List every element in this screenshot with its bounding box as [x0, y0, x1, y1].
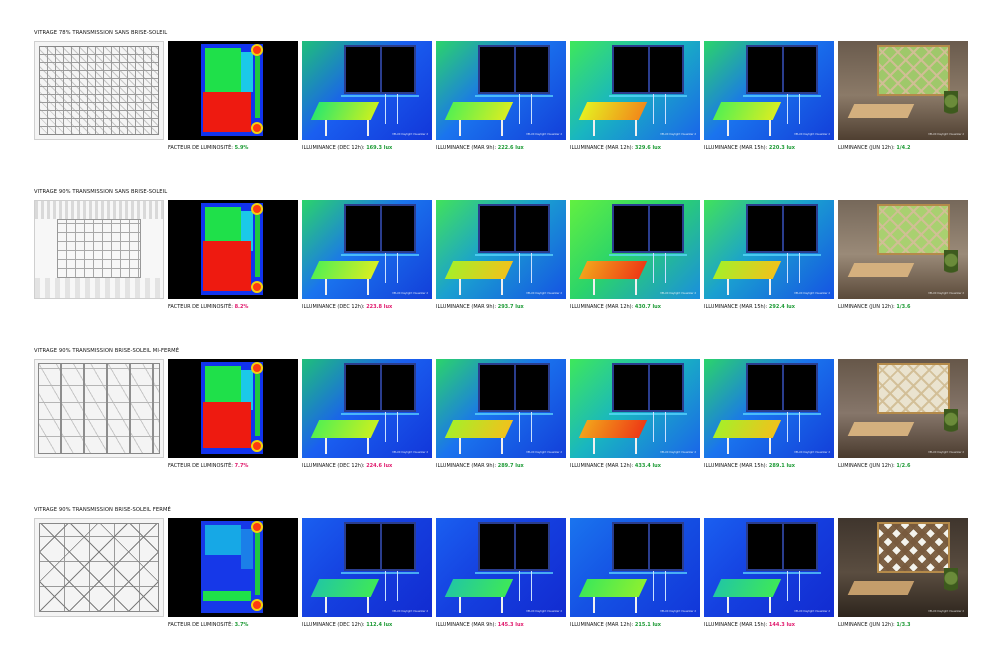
scenario-row-3: VITRAGE 90% TRANSMISSION BRISE-SOLEIL MI…: [0, 348, 1000, 488]
illuminance-render-mar-15h: VELUX Daylight Visualizer 2: [704, 41, 834, 140]
illuminance-render-mar-9h: VELUX Daylight Visualizer 2: [436, 518, 566, 617]
luminance-caption: LUMINANCE (JUN 12h): 1/2.6: [838, 463, 911, 469]
daylight-factor-plan: [168, 41, 298, 140]
illuminance-caption-mar-9h: ILLUMINANCE (MAR 9h): 293.7 lux: [436, 304, 524, 310]
illuminance-render-mar-15h: VELUX Daylight Visualizer 2: [704, 518, 834, 617]
illuminance-caption-dec: ILLUMINANCE (DEC 12h): 169.3 lux: [302, 145, 393, 151]
illuminance-render-mar-12h: VELUX Daylight Visualizer 2: [570, 359, 700, 458]
luminance-photo-render: VELUX Daylight Visualizer 2: [838, 359, 968, 458]
illuminance-caption-mar-12h: ILLUMINANCE (MAR 12h): 329.6 lux: [570, 145, 661, 151]
luminance-caption: LUMINANCE (JUN 12h): 1/3.6: [838, 304, 911, 310]
scenario-title: VITRAGE 90% TRANSMISSION BRISE-SOLEIL FE…: [34, 507, 171, 513]
illuminance-render-dec-12h: VELUX Daylight Visualizer 2: [302, 359, 432, 458]
luminance-caption: LUMINANCE (JUN 12h): 1/4.2: [838, 145, 911, 151]
illuminance-render-mar-15h: VELUX Daylight Visualizer 2: [704, 200, 834, 299]
illuminance-render-mar-12h: VELUX Daylight Visualizer 2: [570, 41, 700, 140]
daylight-factor-plan: [168, 518, 298, 617]
illuminance-caption-mar-9h: ILLUMINANCE (MAR 9h): 289.7 lux: [436, 463, 524, 469]
luminance-photo-render: VELUX Daylight Visualizer 2: [838, 41, 968, 140]
closed-shading-drawing: [34, 518, 164, 617]
factor-caption: FACTEUR DE LUMINOSITÉ: 8.2%: [168, 304, 249, 310]
interior-perspective-drawing: [34, 200, 164, 299]
daylight-factor-plan: [168, 200, 298, 299]
luminance-photo-render: VELUX Daylight Visualizer 2: [838, 518, 968, 617]
facade-drawing: [34, 41, 164, 140]
illuminance-caption-mar-12h: ILLUMINANCE (MAR 12h): 215.1 lux: [570, 622, 661, 628]
illuminance-render-mar-9h: VELUX Daylight Visualizer 2: [436, 359, 566, 458]
illuminance-caption-mar-9h: ILLUMINANCE (MAR 9h): 222.6 lux: [436, 145, 524, 151]
illuminance-caption-mar-15h: ILLUMINANCE (MAR 15h): 292.4 lux: [704, 304, 795, 310]
illuminance-caption-mar-12h: ILLUMINANCE (MAR 12h): 433.4 lux: [570, 463, 661, 469]
scenario-title: VITRAGE 90% TRANSMISSION SANS BRISE-SOLE…: [34, 189, 168, 195]
illuminance-render-dec-12h: VELUX Daylight Visualizer 2: [302, 41, 432, 140]
luminance-photo-render: VELUX Daylight Visualizer 2: [838, 200, 968, 299]
factor-caption: FACTEUR DE LUMINOSITÉ: 5.9%: [168, 145, 249, 151]
illuminance-caption-mar-12h: ILLUMINANCE (MAR 12h): 430.7 lux: [570, 304, 661, 310]
luminance-caption: LUMINANCE (JUN 12h): 1/3.3: [838, 622, 911, 628]
illuminance-render-dec-12h: VELUX Daylight Visualizer 2: [302, 518, 432, 617]
factor-caption: FACTEUR DE LUMINOSITÉ: 3.7%: [168, 622, 249, 628]
illuminance-render-mar-15h: VELUX Daylight Visualizer 2: [704, 359, 834, 458]
illuminance-caption-mar-15h: ILLUMINANCE (MAR 15h): 144.3 lux: [704, 622, 795, 628]
scenario-row-4: VITRAGE 90% TRANSMISSION BRISE-SOLEIL FE…: [0, 507, 1000, 647]
illuminance-caption-dec: ILLUMINANCE (DEC 12h): 224.6 lux: [302, 463, 393, 469]
shading-elevation-drawing: [34, 359, 164, 458]
daylight-factor-plan: [168, 359, 298, 458]
illuminance-caption-dec: ILLUMINANCE (DEC 12h): 112.4 lux: [302, 622, 393, 628]
illuminance-render-mar-12h: VELUX Daylight Visualizer 2: [570, 200, 700, 299]
scenario-row-1: VITRAGE 78% TRANSMISSION SANS BRISE-SOLE…: [0, 30, 1000, 170]
illuminance-render-mar-12h: VELUX Daylight Visualizer 2: [570, 518, 700, 617]
scenario-title: VITRAGE 78% TRANSMISSION SANS BRISE-SOLE…: [34, 30, 168, 36]
factor-caption: FACTEUR DE LUMINOSITÉ: 7.7%: [168, 463, 249, 469]
scenario-row-2: VITRAGE 90% TRANSMISSION SANS BRISE-SOLE…: [0, 189, 1000, 329]
illuminance-caption-dec: ILLUMINANCE (DEC 12h): 223.8 lux: [302, 304, 393, 310]
illuminance-render-mar-9h: VELUX Daylight Visualizer 2: [436, 200, 566, 299]
illuminance-caption-mar-15h: ILLUMINANCE (MAR 15h): 289.1 lux: [704, 463, 795, 469]
illuminance-caption-mar-15h: ILLUMINANCE (MAR 15h): 220.3 lux: [704, 145, 795, 151]
illuminance-render-dec-12h: VELUX Daylight Visualizer 2: [302, 200, 432, 299]
scenario-title: VITRAGE 90% TRANSMISSION BRISE-SOLEIL MI…: [34, 348, 180, 354]
illuminance-render-mar-9h: VELUX Daylight Visualizer 2: [436, 41, 566, 140]
illuminance-caption-mar-9h: ILLUMINANCE (MAR 9h): 145.3 lux: [436, 622, 524, 628]
